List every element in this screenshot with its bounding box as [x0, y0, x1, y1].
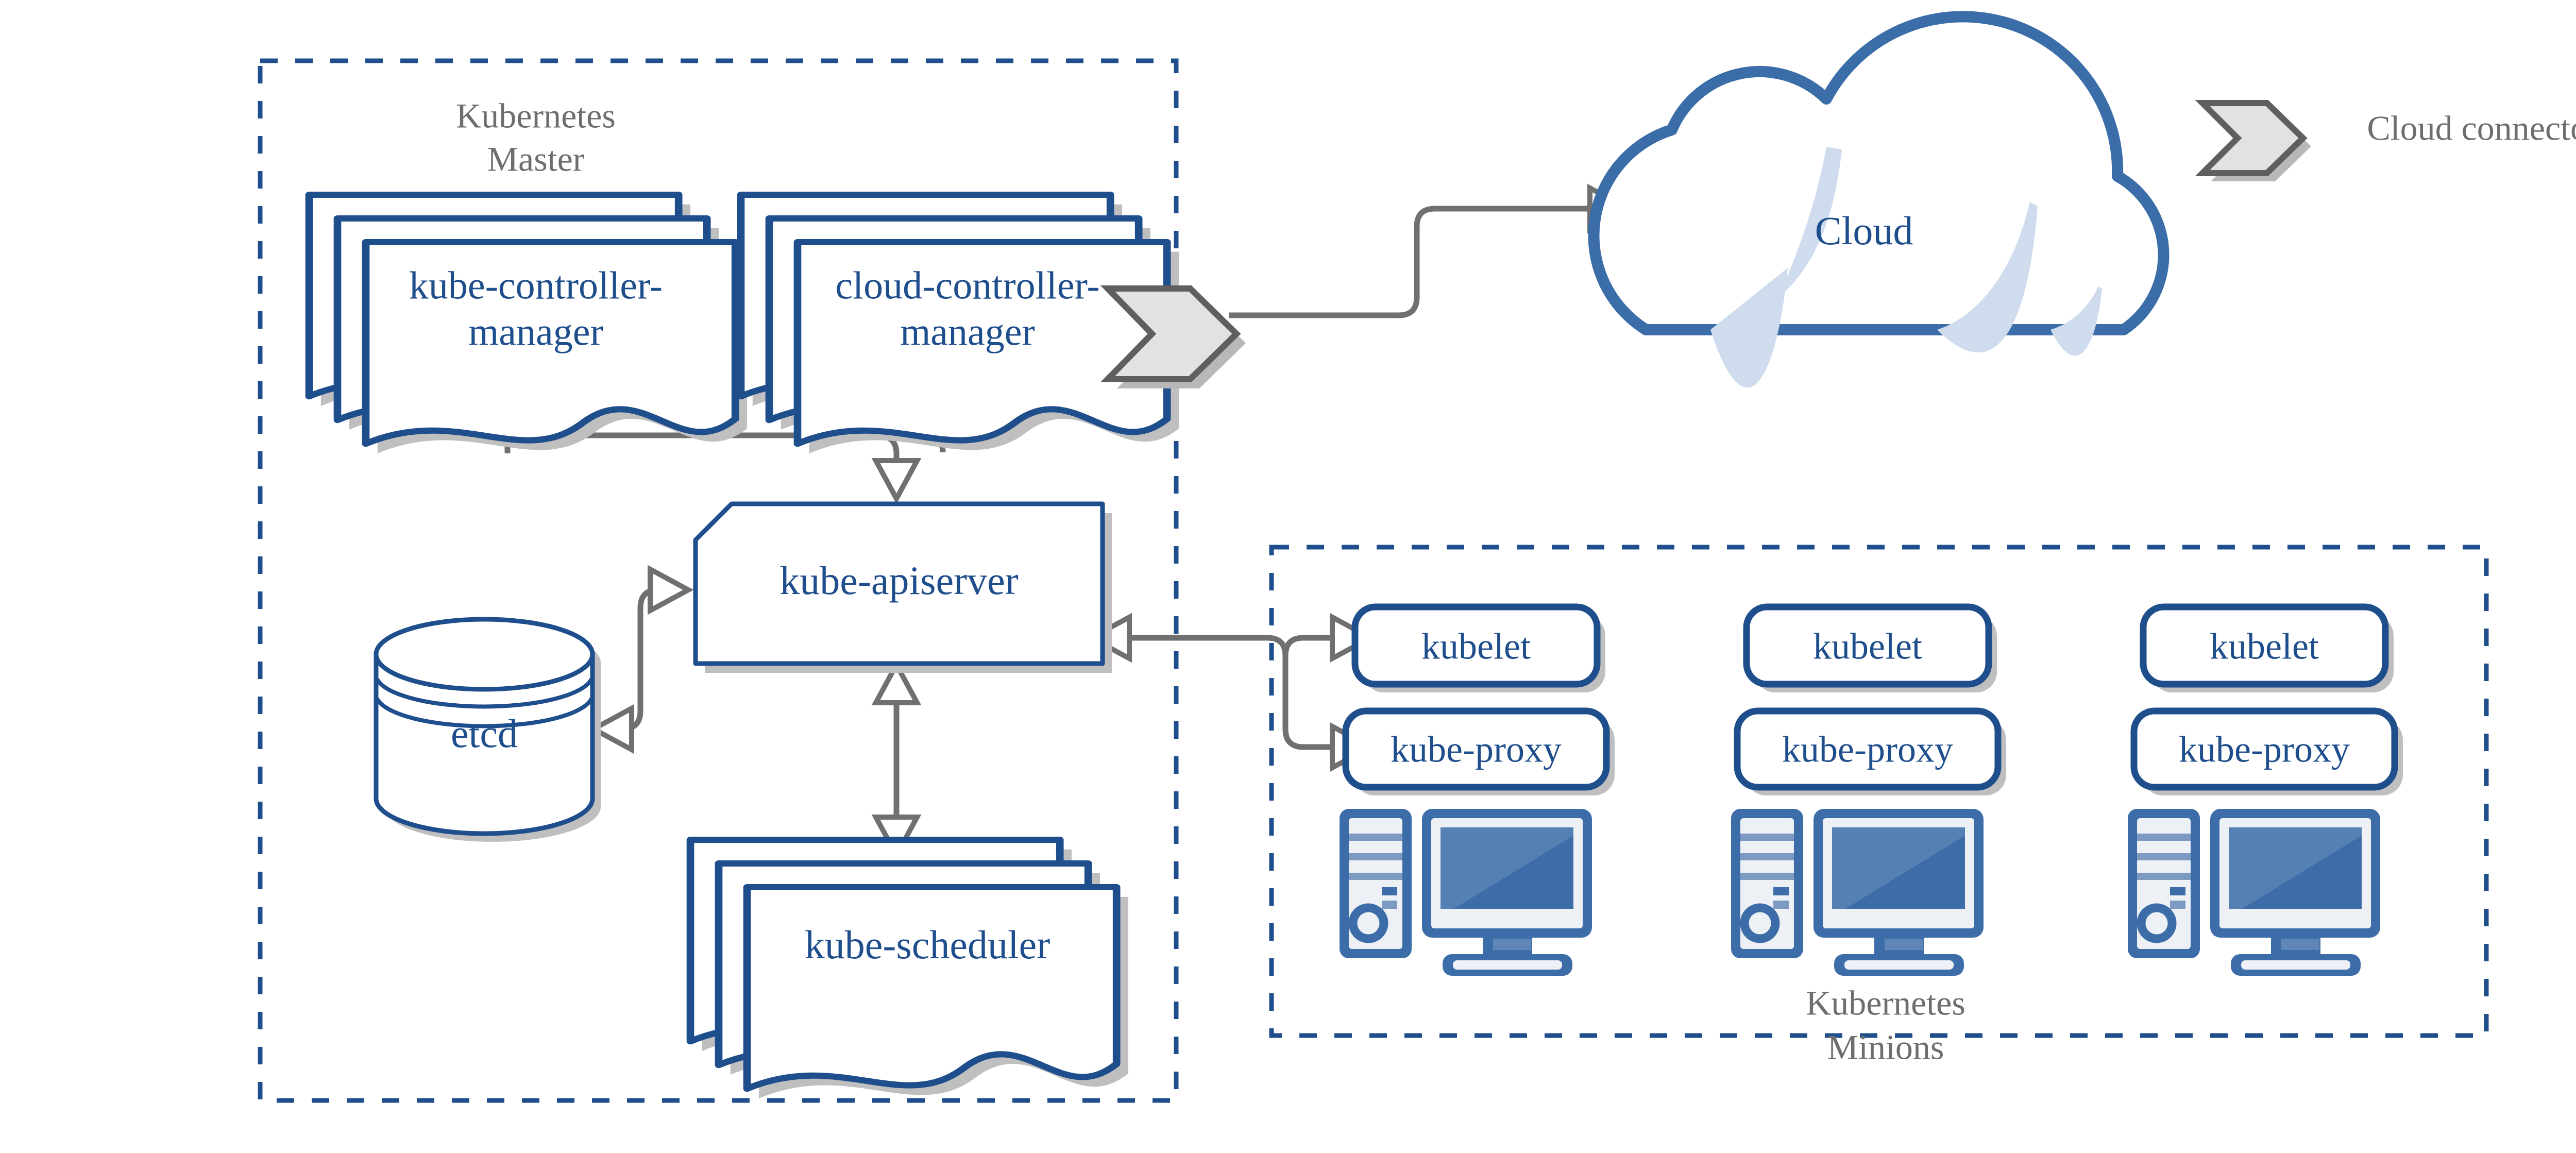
minion-1-kube-proxy[interactable]: kube-proxy	[1342, 707, 1615, 795]
node-kube-scheduler[interactable]: kube-scheduler	[690, 840, 1129, 1099]
node-cloud[interactable]: Cloud	[1588, 11, 2170, 391]
minion-2-kube-proxy[interactable]: kube-proxy	[1734, 707, 2006, 795]
minion-1-computer-icon	[1340, 809, 1592, 976]
minions-dashed-border	[1269, 545, 2489, 1038]
cloud-label: Cloud	[1815, 208, 1913, 253]
kube-controller-manager-label-line2: manager	[468, 310, 603, 353]
minion-3-computer-icon	[2128, 809, 2380, 976]
kube-apiserver-label: kube-apiserver	[779, 558, 1018, 603]
minions-label-line1: Kubernetes	[1806, 984, 1965, 1023]
kube-controller-manager-label-line1: kube-controller-	[409, 264, 663, 307]
kube-scheduler-label: kube-scheduler	[805, 922, 1050, 967]
master-dashed-border	[258, 58, 1179, 1103]
minion-1-kube-proxy-label: kube-proxy	[1391, 729, 1562, 770]
etcd-label: etcd	[451, 711, 518, 756]
cloud-highlights	[1710, 147, 2102, 388]
connector-apiserver-to-kubelet	[1282, 635, 1345, 656]
cloud-controller-manager-label-line1: cloud-controller-	[835, 264, 1099, 307]
arrowhead-to-kube-scheduler	[871, 815, 922, 861]
legend-cloud-connector-icon	[2195, 100, 2311, 181]
node-cloud-controller-manager[interactable]: cloud-controller- manager	[741, 195, 1179, 454]
minion-3-kubelet[interactable]: kubelet	[2140, 603, 2394, 692]
arrowhead-to-kubelet	[1330, 613, 1376, 663]
minion-node-2: kubelet kube-proxy	[1731, 603, 2006, 976]
master-label-line2: Master	[487, 140, 585, 179]
arrowhead-to-kube-apiserver-top	[871, 458, 922, 504]
arrowhead-to-kube-apiserver-bottom	[871, 659, 922, 705]
node-kube-controller-manager[interactable]: kube-controller- manager	[309, 195, 748, 454]
arrowhead-to-kube-apiserver-left	[648, 565, 694, 615]
legend: Cloud connector	[2195, 100, 2576, 181]
connector-apiserver-to-kube-proxy	[1121, 635, 1345, 750]
minion-node-3: kubelet kube-proxy	[2128, 603, 2403, 976]
master-label-line1: Kubernetes	[456, 96, 616, 135]
minion-2-kubelet[interactable]: kubelet	[1743, 603, 1997, 692]
minion-1-kubelet-label: kubelet	[1421, 626, 1531, 667]
node-etcd[interactable]: etcd	[374, 617, 601, 842]
minion-2-computer-icon	[1731, 809, 1984, 976]
cloud-connector-chevron-icon	[1100, 285, 1246, 388]
minion-3-kube-proxy-label: kube-proxy	[2179, 729, 2350, 770]
minions-label-line2: Minions	[1827, 1028, 1944, 1067]
minion-1-kubelet[interactable]: kubelet	[1351, 603, 1605, 692]
minion-3-kube-proxy[interactable]: kube-proxy	[2130, 707, 2403, 795]
minion-node-1: kubelet kube-proxy	[1340, 603, 1615, 976]
group-kubernetes-master: Kubernetes Master	[258, 58, 1179, 1103]
minion-2-kube-proxy-label: kube-proxy	[1782, 729, 1953, 770]
cloud-controller-manager-label-line2: manager	[900, 310, 1035, 353]
legend-label: Cloud connector	[2367, 109, 2576, 148]
minion-2-kubelet-label: kubelet	[1813, 626, 1922, 667]
minion-3-kubelet-label: kubelet	[2210, 626, 2319, 667]
node-kube-apiserver[interactable]: kube-apiserver	[693, 501, 1112, 673]
connector-cloud-manager-to-cloud	[1229, 206, 1600, 318]
group-kubernetes-minions: Kubernetes Minions	[1269, 545, 2489, 1067]
arrowhead-to-etcd	[588, 704, 634, 754]
